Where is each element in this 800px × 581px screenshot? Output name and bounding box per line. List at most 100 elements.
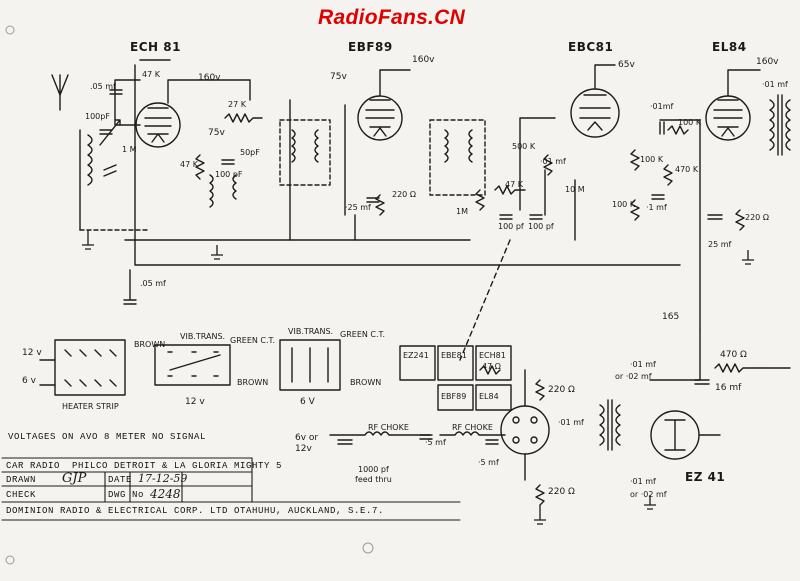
component-label: RF CHOKE (452, 423, 493, 432)
component-label: or ·02 mf (630, 490, 667, 499)
heater-box-label: EZ241 (403, 351, 429, 360)
measurement-note: VOLTAGES ON AVO 8 METER NO SIGNAL (8, 432, 207, 442)
rf-chokes (329, 431, 506, 436)
component-label: 100pF (85, 112, 110, 121)
wire-color-label: BROWN (350, 378, 382, 387)
tube-label-el84: EL84 (712, 40, 747, 54)
vib-trans-12v (154, 344, 231, 386)
component-label: 1 M (122, 145, 137, 154)
if-coils (209, 129, 473, 208)
voltage-label: 75v (208, 128, 225, 138)
check-label: CHECK (6, 490, 37, 500)
date-label: DATE (108, 475, 133, 485)
dashed-link (459, 239, 511, 361)
voltage-label: 75v (330, 72, 347, 82)
component-label: 47 Ω (482, 362, 501, 371)
date-value: 17-12-59 (138, 472, 188, 485)
supply-label: 12 v (22, 348, 42, 358)
component-label: or ·02 mf (615, 372, 652, 381)
watermark: RadioFans.CN (318, 6, 466, 29)
component-label: 47 K (142, 70, 160, 79)
wire-color-label: GREEN C.T. (230, 336, 276, 345)
component-label: 100 pF (215, 170, 243, 179)
component-label: .05 mf (90, 82, 116, 91)
heater-boxes (399, 345, 512, 411)
heater-box-label: ECH81 (479, 351, 506, 360)
component-label: 16 mf (715, 383, 742, 393)
component-label: ·25 mf (345, 203, 371, 212)
vib-voltage-label: 12 v (185, 397, 205, 407)
component-label: 470 K (675, 165, 699, 174)
component-label: ·01 mf (540, 157, 566, 166)
wire-color-label: GREEN C.T. (340, 330, 386, 339)
aerial-coil (79, 119, 151, 231)
component-label: ·5 mf (478, 458, 499, 467)
component-label: RF CHOKE (368, 423, 409, 432)
component-label: ·1 mf (646, 203, 667, 212)
component-label: ·01 mf (630, 477, 656, 486)
voltage-label: 160v (756, 57, 779, 67)
vib-voltage-label: 6 V (300, 397, 315, 407)
power-transformer (599, 399, 621, 451)
ebc81-tube-symbol (519, 64, 620, 241)
component-label: 100 pf (498, 222, 524, 231)
heater-box-label: EL84 (479, 392, 499, 401)
dwg-value: 4248 (150, 487, 181, 501)
capacitors (99, 89, 723, 445)
antenna-symbol (51, 74, 69, 111)
component-label: 220 Ω (548, 487, 575, 497)
component-label: 220 Ω (548, 385, 575, 395)
ez41-tube-symbol (650, 410, 721, 460)
heater-strip-label: HEATER STRIP (62, 402, 119, 411)
tube-label-ebc81: EBC81 (568, 40, 614, 54)
vib-trans-title: VIB.TRANS. (180, 332, 226, 341)
wire-color-label: BROWN (237, 378, 269, 387)
heater-strip-drawing (39, 339, 126, 396)
vib-trans-title: VIB.TRANS. (288, 327, 334, 336)
heater-box-label: EBE81 (441, 351, 467, 360)
vib-trans-6v (279, 339, 341, 391)
component-label: 47 K (505, 180, 523, 189)
voltage-label: 165 (662, 312, 680, 322)
component-label: ·01 mf (630, 360, 656, 369)
component-label: 470 Ω (720, 350, 747, 360)
component-label: 100 K (678, 118, 702, 127)
drawn-value: GJP (62, 471, 87, 486)
component-label: 10 M (565, 185, 585, 194)
binder-holes (5, 25, 374, 565)
el84-tube-symbol (659, 69, 761, 331)
component-label: ·5 mf (425, 438, 446, 447)
component-label: 47 K (180, 160, 198, 169)
component-label: ·01 mf (558, 418, 584, 427)
drawn-label: DRAWN (6, 475, 37, 485)
component-label: 25 mf (708, 240, 732, 249)
ech81-tube-symbol (114, 79, 211, 148)
component-label: 100 K (640, 155, 664, 164)
component-label: feed thru (355, 475, 392, 484)
component-label: 50pF (240, 148, 260, 157)
voltage-label: 160v (198, 73, 221, 83)
ground-symbols (82, 230, 754, 525)
component-label: 27 K (228, 100, 246, 109)
title-row-value: PHILCO DETROIT & LA GLORIA MIGHTY 5 (72, 461, 283, 471)
tube-label-ech81: ECH 81 (130, 40, 181, 54)
wire-color-label: BROWN (134, 340, 166, 349)
component-label: ·01mf (650, 102, 674, 111)
component-label: 1000 pf (358, 465, 389, 474)
resistors (195, 113, 761, 506)
component-label: 220 Ω (392, 190, 416, 199)
b-plus-bus (123, 59, 681, 305)
voltage-label: 160v (412, 55, 435, 65)
footer-company: DOMINION RADIO & ELECTRICAL CORP. LTD OT… (6, 506, 385, 516)
component-label: 220 Ω (745, 213, 769, 222)
tube-label-ez41: EZ 41 (685, 470, 726, 484)
ebf89-tube-symbol (289, 69, 411, 241)
component-label: 1M (456, 207, 468, 216)
component-label: ·01 mf (762, 80, 788, 89)
vibrator-socket (500, 369, 550, 481)
component-label: 100 K (612, 200, 636, 209)
voltage-label: 65v (618, 60, 635, 70)
component-label: 500 K (512, 142, 536, 151)
dwg-label: DWG No (108, 490, 145, 500)
